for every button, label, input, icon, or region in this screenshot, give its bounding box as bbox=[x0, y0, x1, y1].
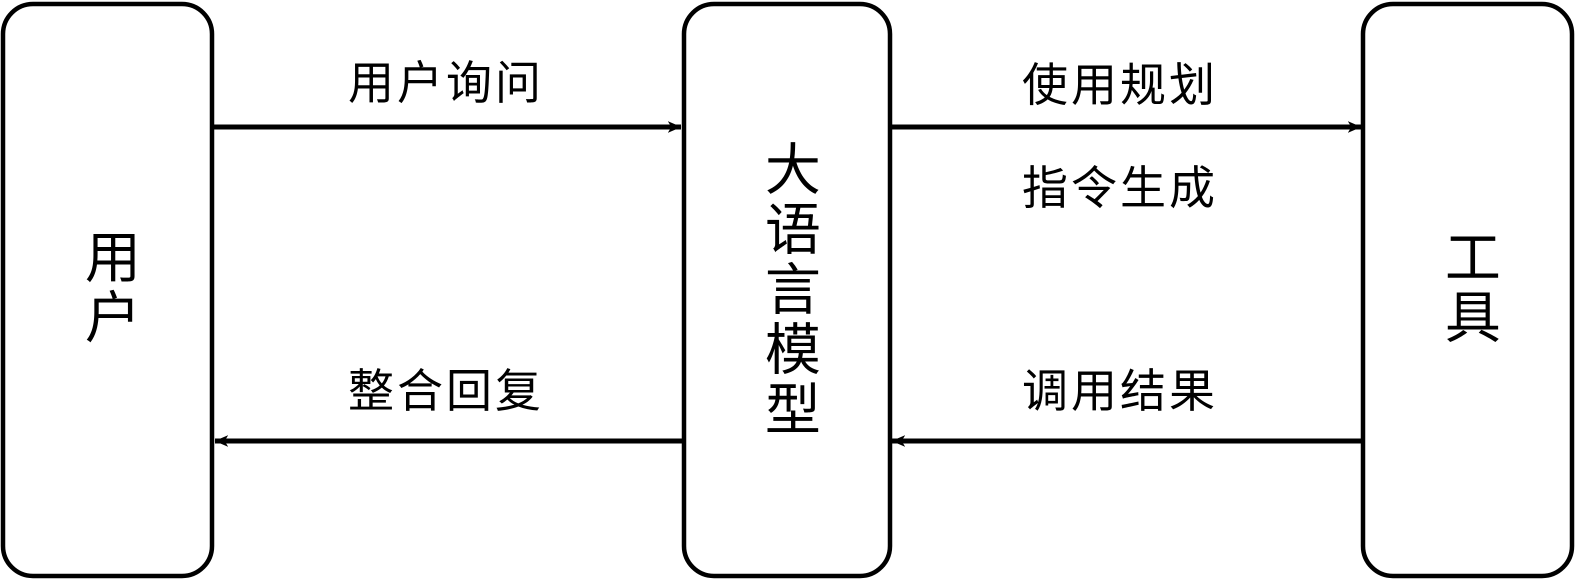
node-box-llm[interactable] bbox=[681, 1, 893, 579]
edge-label-usage-planning: 使用规划 bbox=[1022, 60, 1218, 111]
edge-label-instruction-generation: 指令生成 bbox=[1022, 163, 1218, 214]
node-box-tool[interactable] bbox=[1360, 1, 1575, 579]
node-box-user[interactable] bbox=[0, 1, 215, 579]
edge-label-call-result: 调用结果 bbox=[1022, 366, 1218, 417]
node-label-tool: 工具 bbox=[1436, 228, 1499, 348]
edge-label-user-query: 用户询问 bbox=[348, 58, 544, 109]
node-label-llm: 大语言模型 bbox=[756, 140, 819, 440]
node-label-user: 用户 bbox=[76, 228, 139, 348]
edge-label-integrated-response: 整合回复 bbox=[348, 366, 544, 417]
